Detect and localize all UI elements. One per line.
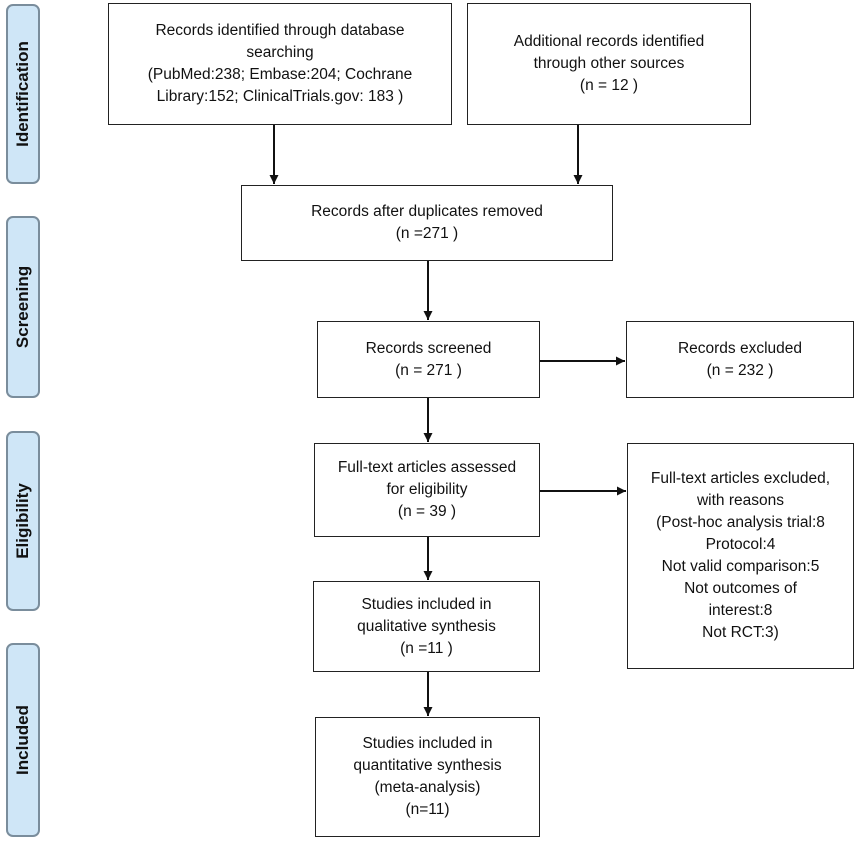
box-line: Records screened [365, 339, 492, 357]
box-line: (PubMed:238; Embase:204; Cochrane [147, 66, 413, 83]
box-line: Studies included in [361, 595, 492, 613]
box-line: (meta-analysis) [374, 779, 481, 796]
box-line: (n = 232 ) [706, 361, 774, 379]
box-line: (n = 12 ) [579, 77, 639, 94]
box-line: Not RCT:3) [702, 624, 779, 641]
box-line: Full-text articles assessed [337, 459, 517, 476]
phase-identification: Identification [6, 4, 40, 184]
box-line: interest:8 [708, 602, 773, 619]
box-line: Full-text articles excluded, [650, 470, 831, 487]
box-fulltext-assessed: Full-text articles assessed for eligibil… [314, 443, 540, 537]
phase-eligibility: Eligibility [6, 431, 40, 611]
phase-included: Included [6, 643, 40, 837]
box-duplicates-removed: Records after duplicates removed (n =271… [241, 185, 613, 261]
box-line: searching [246, 44, 314, 61]
box-line: with reasons [696, 492, 784, 509]
box-line: (n =271 ) [395, 225, 459, 242]
box-line: Not valid comparison:5 [661, 558, 820, 575]
box-line: Records excluded [677, 339, 803, 357]
box-line: (n =11 ) [400, 639, 453, 657]
box-line: Protocol:4 [705, 536, 776, 553]
box-line: Records after duplicates removed [311, 203, 543, 220]
box-line: (n = 271 ) [395, 361, 462, 379]
box-line: qualitative synthesis [357, 617, 496, 635]
box-line: through other sources [533, 55, 685, 72]
box-other-sources: Additional records identified through ot… [467, 3, 751, 125]
box-records-screened: Records screened (n = 271 ) [317, 321, 540, 398]
box-records-excluded: Records excluded (n = 232 ) [626, 321, 854, 398]
box-line: Studies included in [362, 735, 493, 752]
box-line: Library:152; ClinicalTrials.gov: 183 ) [156, 88, 404, 105]
box-line: for eligibility [386, 481, 468, 498]
box-quantitative-synthesis: Studies included in quantitative synthes… [315, 717, 540, 837]
box-line: Not outcomes of [684, 580, 797, 597]
box-database-records: Records identified through database sear… [108, 3, 452, 125]
box-line: Records identified through database [155, 22, 405, 39]
box-qualitative-synthesis: Studies included in qualitative synthesi… [313, 581, 540, 672]
box-line: (n=11) [405, 801, 450, 818]
box-line: (n = 39 ) [397, 503, 457, 520]
box-line: (Post-hoc analysis trial:8 [656, 514, 825, 531]
box-fulltext-excluded: Full-text articles excluded, with reason… [627, 443, 854, 669]
phase-screening: Screening [6, 216, 40, 398]
box-line: quantitative synthesis [353, 757, 502, 774]
box-line: Additional records identified [513, 33, 705, 50]
